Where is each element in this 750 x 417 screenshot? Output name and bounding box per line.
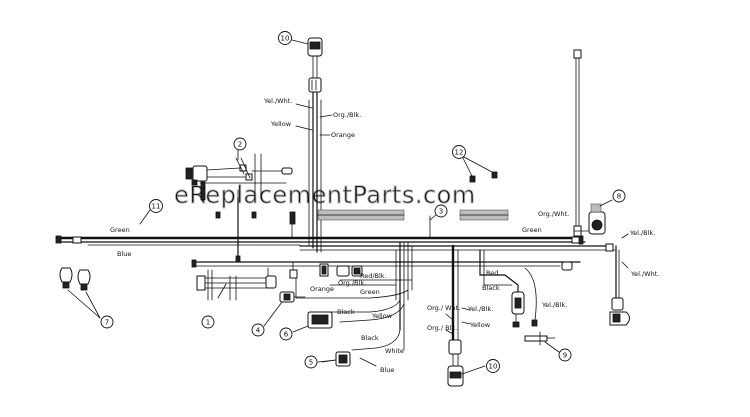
svg-text:10: 10 <box>281 35 290 43</box>
callout-4: 4 <box>251 323 265 337</box>
label-yel-blk-right: Yel./Blk. <box>629 229 655 237</box>
label-yellow-mid: Yellow <box>371 312 393 320</box>
label-blue-low: Blue <box>380 366 394 374</box>
upper-left-connectors <box>185 153 293 263</box>
small-parts <box>139 39 613 375</box>
lower-drop-harness <box>445 244 471 387</box>
callout-2: 2 <box>233 137 247 151</box>
right-centre-branch <box>459 209 556 346</box>
label-black-mid: Black <box>337 308 355 316</box>
svg-text:2: 2 <box>238 141 242 149</box>
callout-6: 6 <box>279 327 293 341</box>
svg-text:4: 4 <box>256 327 261 335</box>
callouts: 1 2 3 4 5 6 7 8 <box>100 31 626 373</box>
label-white-low: White <box>385 347 404 355</box>
label-black-right: Black <box>482 284 500 292</box>
callout-9: 9 <box>558 348 572 362</box>
left-bulbs <box>59 267 101 319</box>
watermark: eReplacementParts.com <box>174 181 476 209</box>
label-yellow-bottom: Yellow <box>469 321 491 329</box>
label-red-right: Red <box>486 269 498 277</box>
callout-3: 3 <box>434 204 448 218</box>
svg-text:11: 11 <box>152 203 161 211</box>
label-orange-top: Orange <box>331 131 355 139</box>
label-org-wht-low: Org./ Wht. <box>427 304 460 312</box>
callout-11: 11 <box>149 199 163 213</box>
top-vertical-harness <box>295 37 333 253</box>
svg-text:9: 9 <box>563 352 567 360</box>
label-yel-blk-low: Yel./Blk. <box>541 301 567 309</box>
label-orange-mid: Orange <box>310 285 334 293</box>
label-yel-wht-right: Yel./Wht. <box>630 270 659 278</box>
callout-10-bottom: 10 <box>486 359 500 373</box>
label-yel-blk-bottom: Yel./Blk. <box>467 305 493 313</box>
callout-1: 1 <box>201 315 215 329</box>
main-harness <box>55 235 616 252</box>
lower-left-harness <box>191 259 581 301</box>
svg-text:5: 5 <box>309 359 313 367</box>
label-green-mid: Green <box>360 288 380 296</box>
central-branch-bundle <box>289 209 431 367</box>
callout-7: 7 <box>100 315 114 329</box>
label-green-right: Green <box>522 226 542 234</box>
svg-text:3: 3 <box>439 208 443 216</box>
wire-labels: Yel./Wht. Org./Blk. Yellow Orange Green … <box>110 97 659 374</box>
label-org-blk-top: Org./Blk. <box>333 111 361 119</box>
label-red-blk-mid: Red/Blk. <box>360 272 387 280</box>
svg-text:10: 10 <box>489 363 498 371</box>
svg-text:6: 6 <box>284 331 289 339</box>
svg-text:7: 7 <box>105 319 109 327</box>
label-org-wht-right: Org./Wht. <box>538 210 569 218</box>
label-org-blk-low: Org./ Blk. <box>427 324 457 332</box>
callout-10-top: 10 <box>278 31 292 45</box>
label-yellow-top: Yellow <box>270 120 292 128</box>
right-side-components <box>573 49 630 326</box>
label-green-left: Green <box>110 226 130 234</box>
svg-text:8: 8 <box>617 193 621 201</box>
callout-5: 5 <box>304 355 318 369</box>
label-org-blk-mid: Org./Blk. <box>338 279 366 287</box>
svg-text:1: 1 <box>206 319 210 327</box>
label-blue-left: Blue <box>117 250 131 258</box>
label-yel-wht-top: Yel./Wht. <box>263 97 292 105</box>
label-black-low: Black <box>361 334 379 342</box>
callout-12: 12 <box>452 145 466 159</box>
svg-text:12: 12 <box>455 149 464 157</box>
callout-8: 8 <box>612 189 626 203</box>
